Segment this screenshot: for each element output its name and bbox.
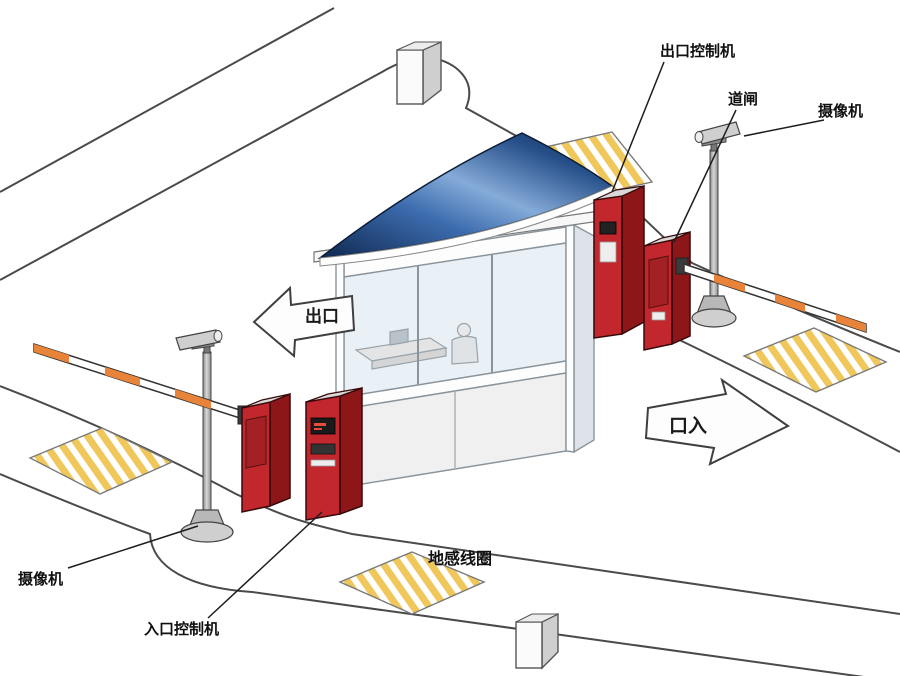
label-leader-lines (67, 61, 825, 619)
label-camera-left: 摄像机 (18, 570, 63, 588)
exit-barrier-arm (675, 257, 867, 334)
booth-interior (354, 322, 479, 370)
barrier-gate-machine (643, 230, 691, 351)
top-road-pillar (396, 40, 442, 106)
entry-arrow-label: 口入 (669, 415, 707, 437)
booth-side-wall (573, 223, 595, 454)
camera-right (691, 121, 741, 328)
camera-left-pole (202, 351, 212, 513)
ground-loop-mat-bottom-middle (338, 551, 486, 615)
ground-loop-mat-bottom-left (28, 427, 174, 495)
leader-barrier-gate (673, 109, 737, 243)
label-barrier-gate: 道闸 (728, 90, 758, 108)
bottom-road-pillar (515, 612, 559, 670)
leader-camera-right (743, 119, 825, 137)
entry-direction-arrow: 口入 (644, 377, 790, 466)
leader-exit-controller (611, 61, 665, 193)
label-camera-right: 摄像机 (818, 102, 863, 120)
exit-direction-arrow: 出口 (252, 285, 356, 359)
label-entry-controller: 入口控制机 (144, 620, 219, 638)
entry-controller-machine (305, 386, 363, 521)
exit-arrow-label: 出口 (305, 306, 339, 326)
exit-lane (593, 184, 867, 351)
camera-left-head-icon (175, 329, 221, 351)
booth-canopy (317, 132, 619, 267)
ground-loop-mats (28, 327, 888, 615)
entry-arrow-icon (644, 377, 790, 466)
diagram-labels: 出口控制机 道闸 摄像机 摄像机 入口控制机 地感线圈 (18, 42, 863, 638)
leader-entry-controller (207, 511, 323, 619)
entry-lane (33, 342, 363, 521)
label-exit-controller: 出口控制机 (660, 42, 735, 60)
camera-left (175, 329, 234, 543)
booth-right-column (565, 224, 575, 453)
exit-controller-machine (593, 184, 645, 339)
leader-camera-left (67, 525, 199, 569)
ground-loop-mat-top-right (742, 327, 888, 393)
label-ground-loop: 地感线圈 (428, 549, 492, 568)
guard-booth (313, 210, 601, 489)
entry-barrier-machine (241, 392, 291, 513)
exit-arrow-icon (252, 285, 356, 359)
